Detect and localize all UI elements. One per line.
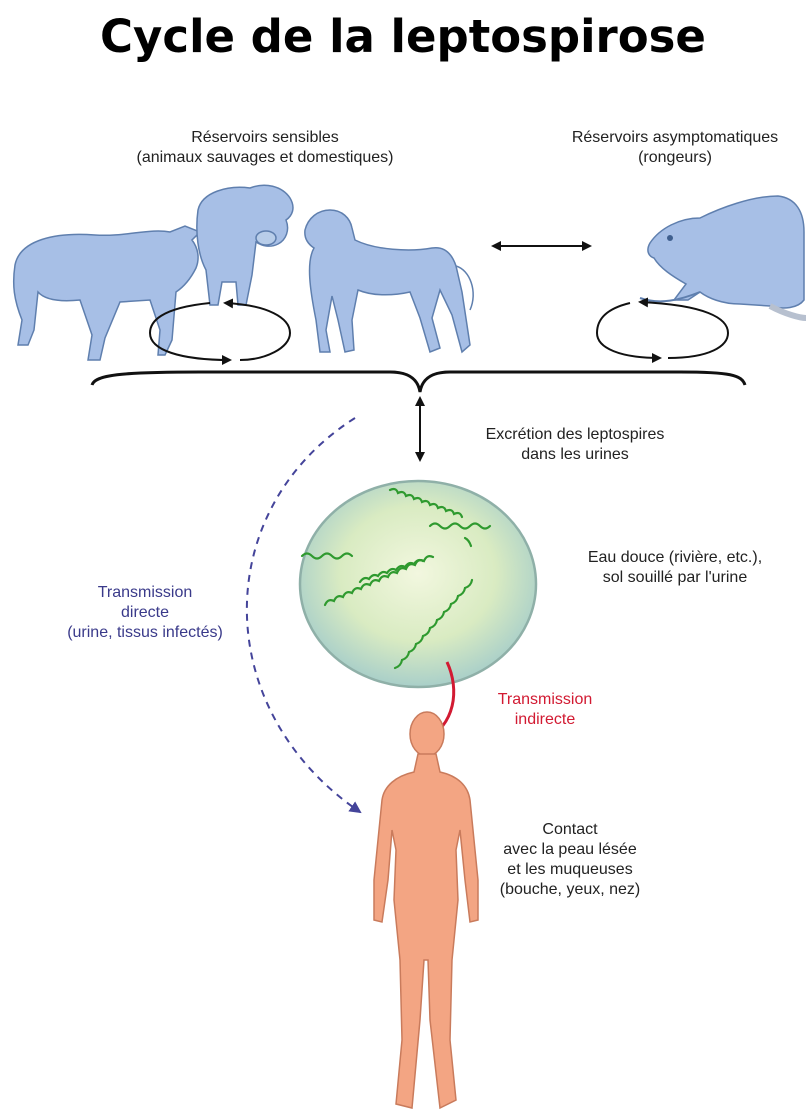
contaminated-water-icon bbox=[300, 481, 536, 687]
asymptomatic-reservoir-cycle-arrow bbox=[597, 302, 728, 358]
pig-icon bbox=[197, 185, 293, 305]
rat-icon bbox=[640, 196, 806, 318]
human-icon bbox=[374, 712, 478, 1108]
dog-icon bbox=[305, 210, 473, 352]
reservoirs-brace bbox=[92, 372, 745, 392]
cow-icon bbox=[14, 226, 200, 360]
